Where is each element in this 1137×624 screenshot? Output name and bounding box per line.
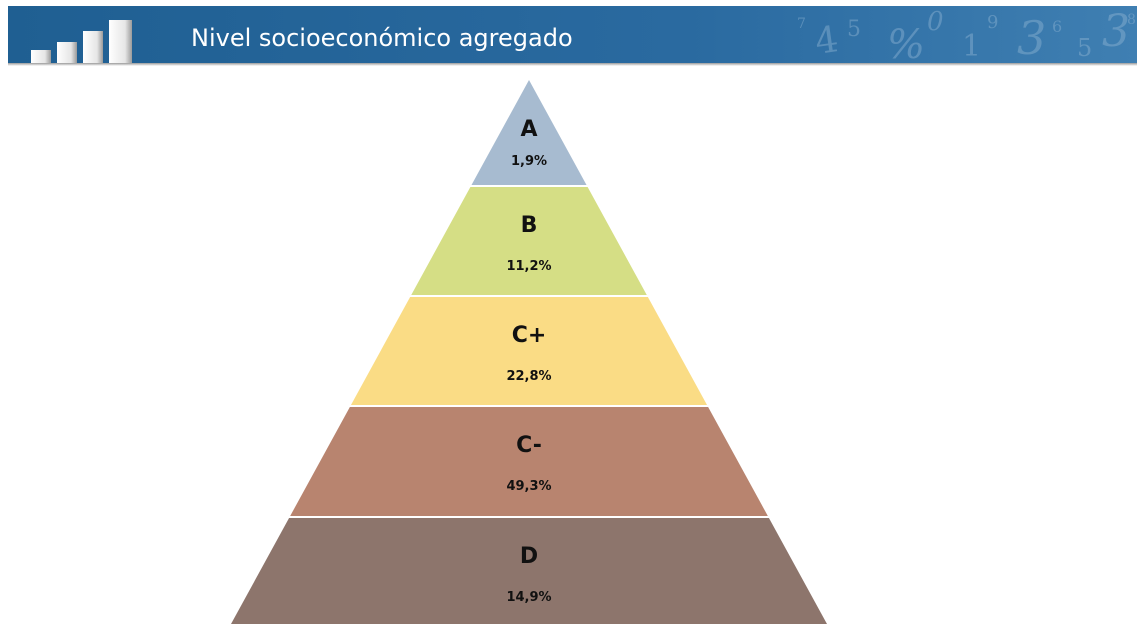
tier-value: 14,9% [506,590,551,605]
pyramid-tier-d [231,518,827,624]
numbers-watermark: 4 5 % 0 1 9 3 6 5 3 7 8 [797,6,1136,63]
pyramid-tier-a [471,80,587,185]
svg-text:5: 5 [847,17,861,42]
page-title: Nivel socioeconómico agregado [191,24,573,52]
svg-text:8: 8 [1127,12,1136,28]
tier-label: C- [516,433,542,458]
tier-value: 1,9% [511,154,547,169]
svg-text:3: 3 [1102,6,1130,57]
tier-label: A [520,117,537,142]
svg-text:9: 9 [987,12,998,33]
pyramid-tier-b [411,187,647,295]
svg-text:1: 1 [962,29,981,63]
pyramid-tier-c-minus [290,407,768,516]
svg-text:7: 7 [797,16,806,32]
svg-text:5: 5 [1077,34,1092,62]
bar-chart-logo-icon [31,20,132,63]
header-shadow [8,63,1137,66]
tier-label: C+ [512,323,547,348]
tier-label: B [521,213,538,238]
tier-value: 11,2% [506,259,551,274]
svg-text:6: 6 [1052,17,1062,36]
tier-value: 22,8% [506,369,551,384]
svg-text:%: % [887,22,925,63]
svg-text:4: 4 [813,19,841,63]
tier-value: 49,3% [506,479,551,494]
header-banner: Nivel socioeconómico agregado 4 5 % 0 1 … [8,6,1137,63]
svg-text:0: 0 [927,7,944,37]
svg-text:3: 3 [1017,11,1046,63]
tier-label: D [520,544,538,569]
pyramid-tier-c-minusplus [350,297,708,405]
